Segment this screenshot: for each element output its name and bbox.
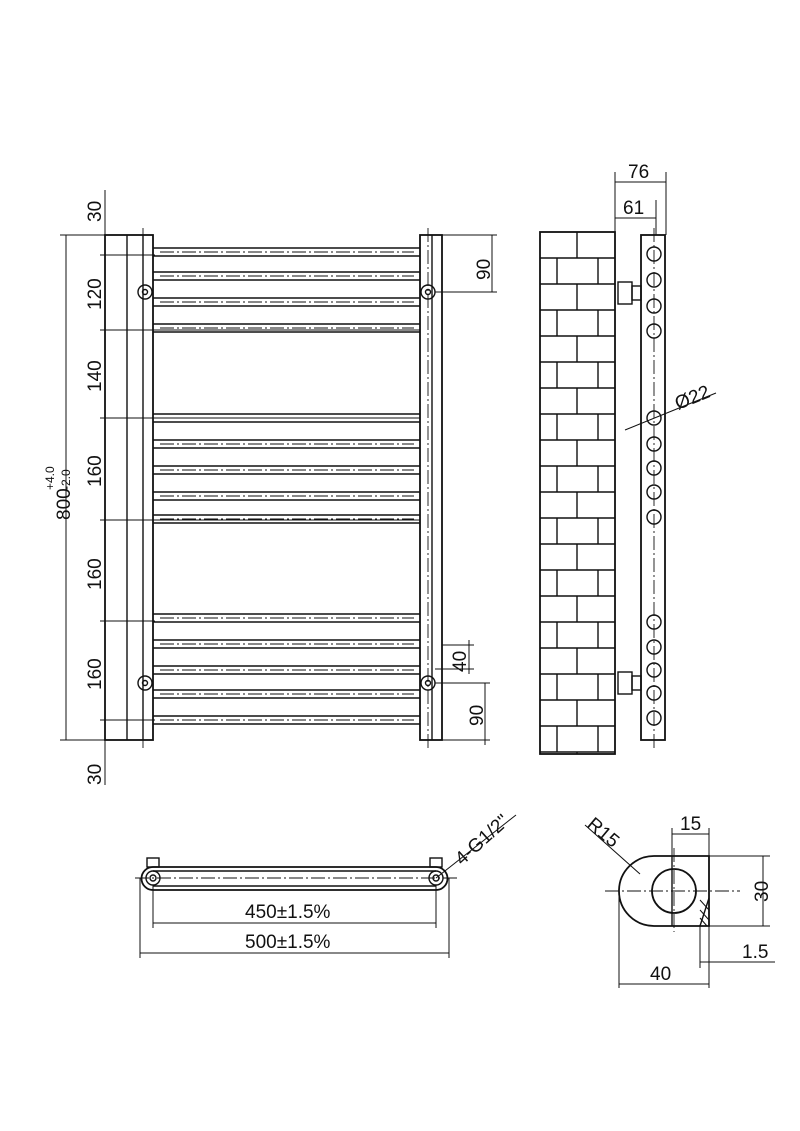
tube-rails [153,247,420,725]
spacing-160-a: 160 [85,455,106,487]
bottom-hole-offset-90: 90 [467,705,488,726]
tube-section [646,460,662,476]
overall-height-label: 800 [54,488,75,520]
overall-height-dimension: 800 +4.0 -2.0 [43,234,105,741]
tube-section [646,246,662,262]
tube-diameter-callout: Ø22 [624,382,717,431]
tube-sections [646,246,662,726]
tube-rail [153,323,420,333]
tube-section [646,710,662,726]
profile-detail: R15 15 30 40 1.5 [583,814,775,988]
tube-rail [153,715,420,725]
top-hole-offset-90: 90 [474,259,495,280]
tube-section [646,298,662,314]
tube-section [646,685,662,701]
bottom-view: 450±1.5% 500±1.5% 4-G1/2" [135,811,517,958]
tube-rail [153,689,420,699]
left-header-bar [104,228,154,748]
tube-rail [153,639,420,649]
spacing-30-bottom: 30 [85,764,106,785]
depth-76: 76 [628,162,649,183]
tube-rail [153,247,420,257]
tube-rail [153,297,420,307]
front-view: 800 +4.0 -2.0 30 120 140 160 160 160 30 [43,190,497,785]
spacing-120: 120 [85,278,106,310]
tube-section [646,662,662,678]
mount-holes [137,284,436,691]
tube-rail [153,271,420,281]
tube-section [646,410,662,426]
tube-rail [153,665,420,675]
tube-rail [153,491,420,501]
tube-section [646,484,662,500]
tube-section [646,509,662,525]
depth-dimensions: 76 61 [614,162,667,235]
tube-section [646,614,662,630]
tube-section [646,639,662,655]
spacing-30-top: 30 [85,201,106,222]
tube-rail [153,514,420,524]
tube-rail [153,613,420,623]
height-tol-lower: -2.0 [59,469,73,490]
spacing-140: 140 [85,360,106,392]
wall-brackets [617,281,642,695]
tube-section [646,436,662,452]
side-view: 76 61 Ø22 [539,162,717,755]
mid-offset-40: 40 [450,651,471,672]
profile-depth-40: 40 [650,964,671,985]
profile-width-15: 15 [680,814,701,835]
centers-dimension: 450±1.5% [245,902,331,923]
spacing-chain-dimension: 30 120 140 160 160 160 30 [85,190,420,785]
right-header-bar [419,228,443,748]
right-dimensions: 90 40 90 [435,234,497,745]
connection-callout: 4-G1/2" [451,811,513,870]
bottom-radiator [135,857,460,891]
tube-section [646,272,662,288]
spacing-160-b: 160 [85,558,106,590]
height-tol-upper: +4.0 [43,466,57,490]
profile-height-30: 30 [752,881,773,902]
bottom-dimensions: 450±1.5% 500±1.5% 4-G1/2" [139,811,517,958]
tube-section [646,323,662,339]
brick-wall [539,231,616,755]
depth-61: 61 [623,198,644,219]
spacing-160-c: 160 [85,658,106,690]
tube-rail [153,465,420,475]
wall-thickness-1-5: 1.5 [742,942,768,963]
tube-diameter-label: Ø22 [672,382,713,415]
tube-rail [153,439,420,449]
width-dimension: 500±1.5% [245,932,331,953]
side-header [640,228,666,748]
radius-label: R15 [583,814,623,852]
